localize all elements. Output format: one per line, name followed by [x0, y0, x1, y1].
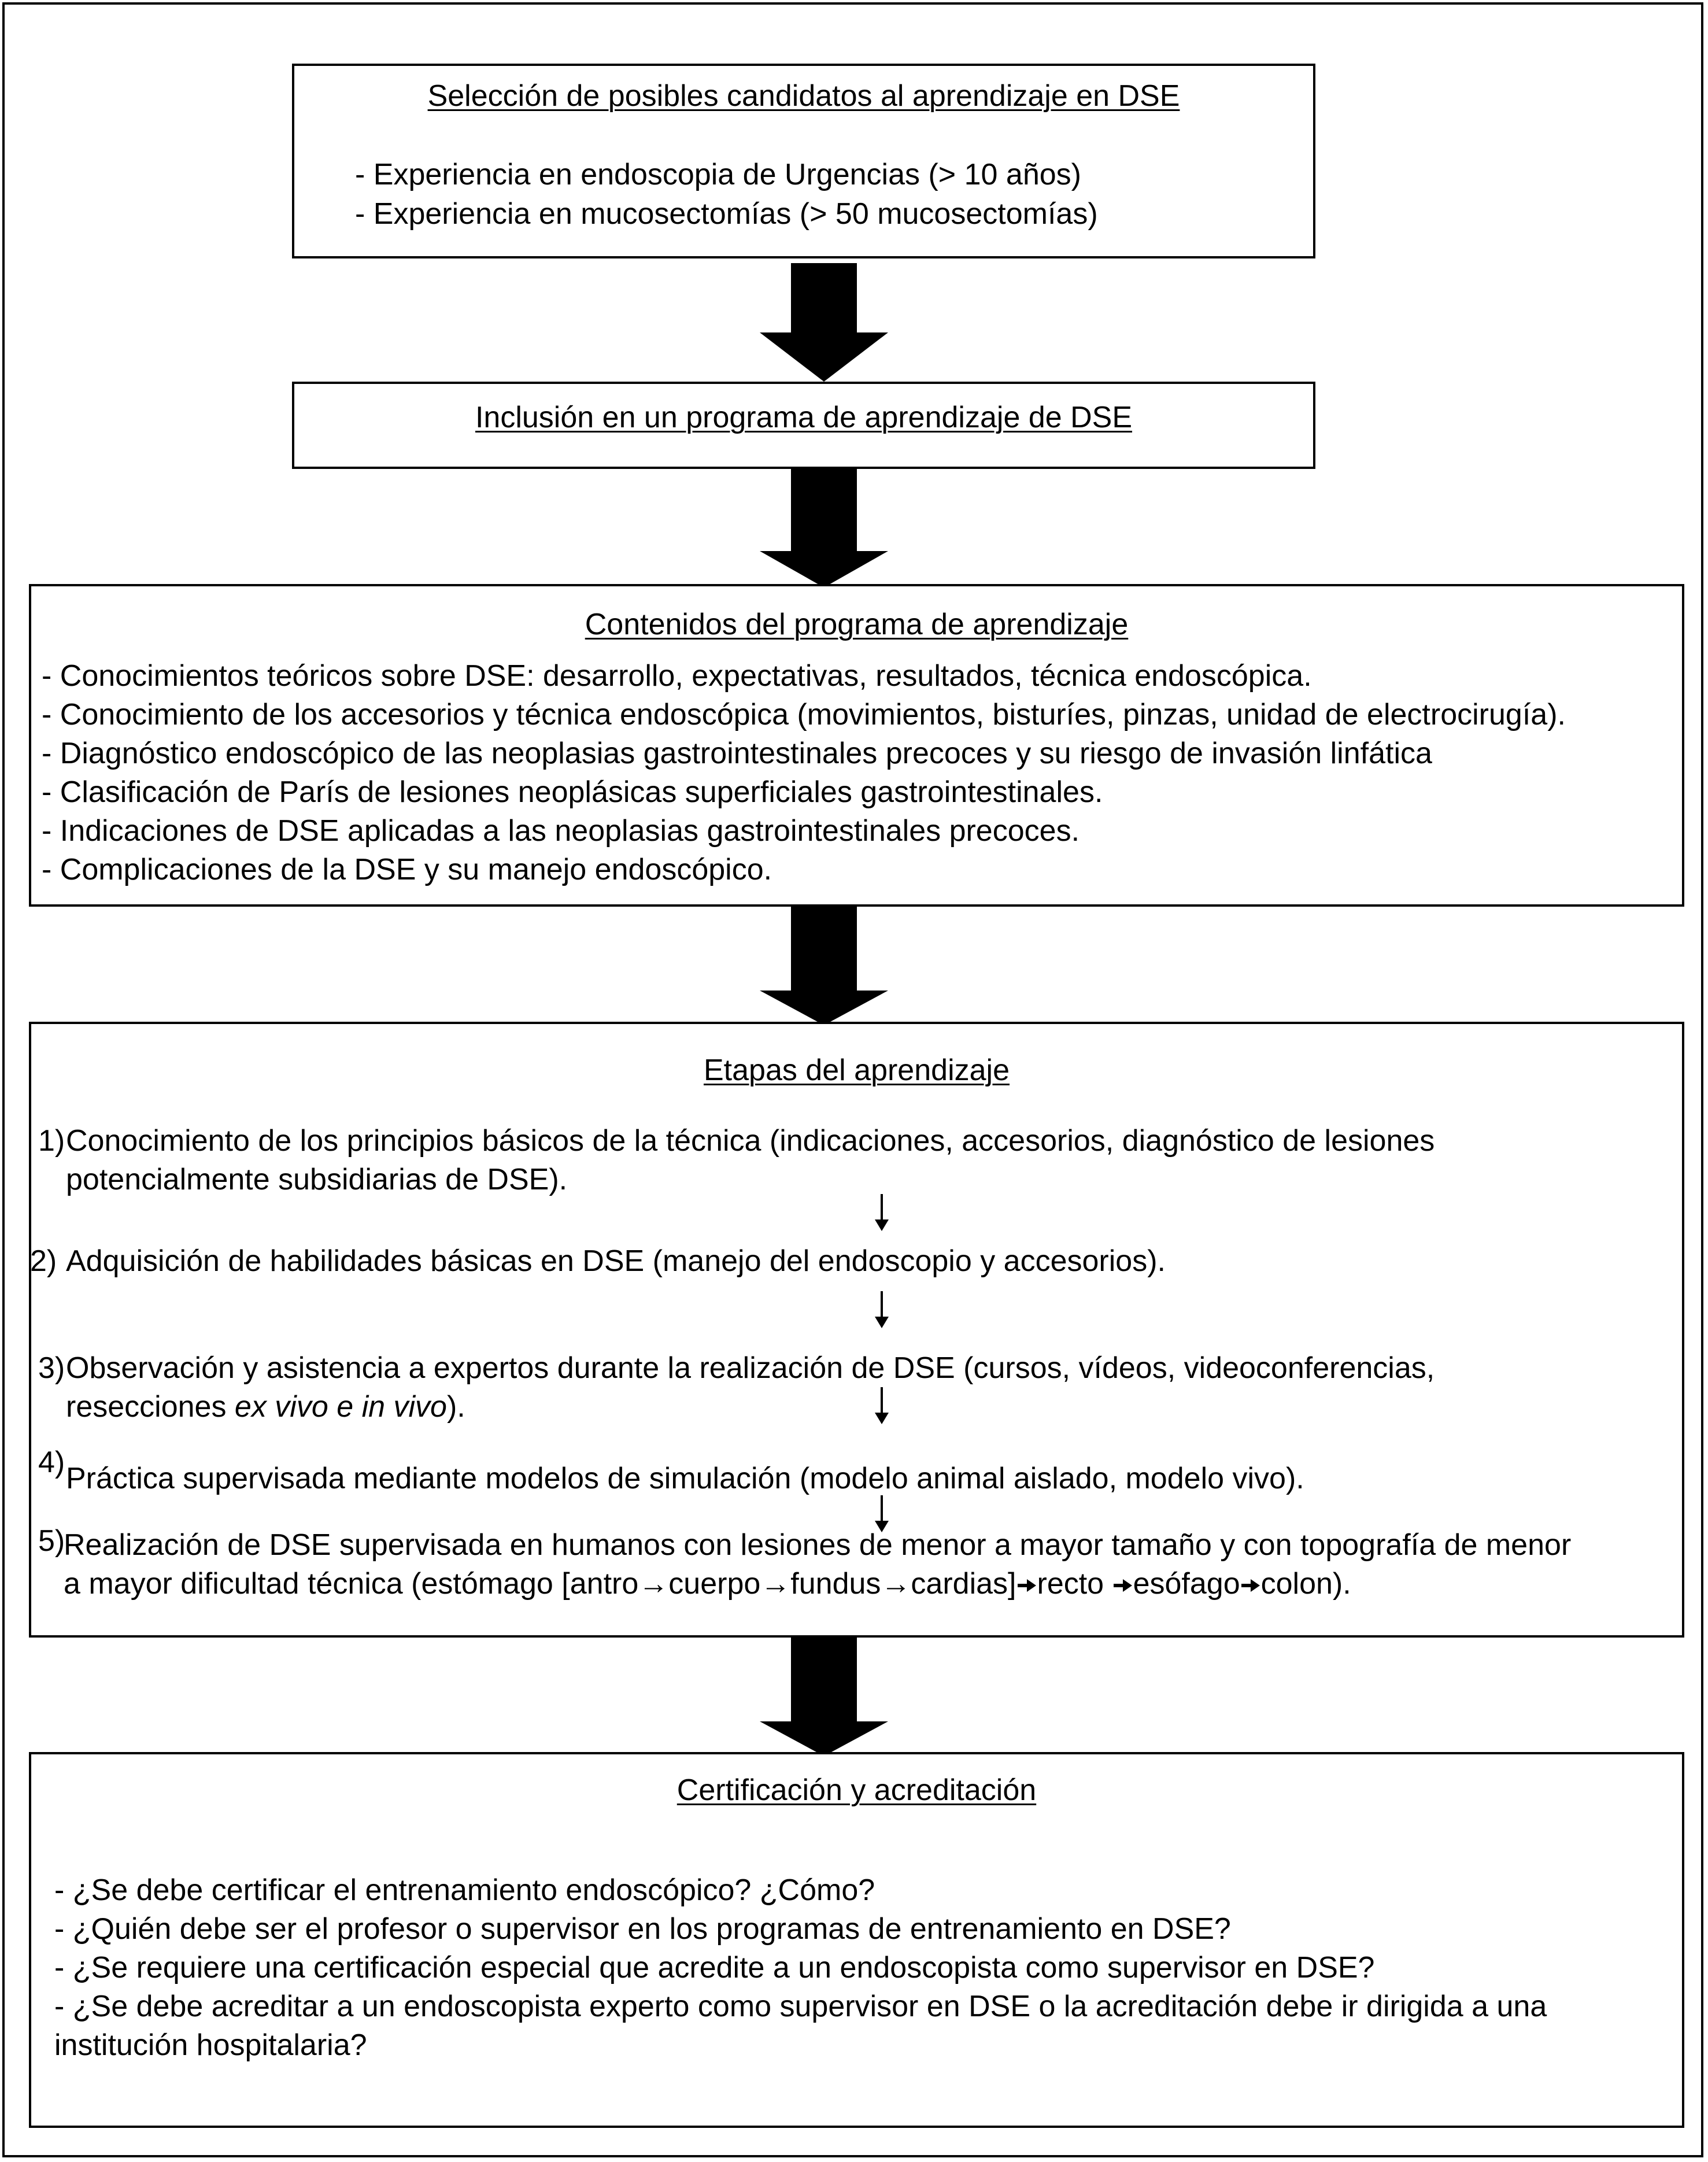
seleccion-item-1: - Experiencia en endoscopia de Urgencias… [355, 158, 1081, 191]
step-5-part-d: cardias] [911, 1567, 1016, 1601]
step-5-number: 5) [38, 1524, 65, 1558]
step-3-line-2-italic: ex vivo e in vivo [234, 1390, 447, 1424]
bold-arrow-right-icon [1017, 1579, 1036, 1592]
step-arrow-3 [875, 1387, 889, 1424]
step-3-line-2-suffix: ). [446, 1390, 465, 1424]
step-4-line-1: Práctica supervisada mediante modelos de… [66, 1462, 1304, 1495]
box-contenidos-title: Contenidos del programa de aprendizaje [585, 608, 1129, 641]
contenidos-item-2: - Conocimiento de los accesorios y técni… [42, 698, 1566, 731]
contenidos-item-6: - Complicaciones de la DSE y su manejo e… [42, 853, 772, 886]
step-3-line-1: Observación y asistencia a expertos dura… [66, 1351, 1435, 1385]
arrow-right-icon: → [760, 1567, 791, 1601]
flow-arrow-3 [760, 907, 888, 1025]
step-5-part-a: a mayor dificultad técnica (estómago [an… [64, 1567, 639, 1601]
step-arrow-4 [875, 1495, 889, 1532]
contenidos-item-3: - Diagnóstico endoscópico de las neoplas… [42, 737, 1432, 770]
box-inclusion-title: Inclusión en un programa de aprendizaje … [475, 401, 1133, 434]
step-5-part-b: cuerpo [668, 1567, 761, 1601]
step-4-number: 4) [38, 1446, 65, 1479]
step-arrow-1 [875, 1194, 889, 1231]
certificacion-item-4: - ¿Se debe acreditar a un endoscopista e… [54, 1990, 1547, 2023]
box-contenidos: Contenidos del programa de aprendizaje -… [29, 584, 1684, 907]
step-5-part-g: colon). [1260, 1567, 1351, 1601]
flow-arrow-2 [760, 469, 888, 587]
certificacion-item-1: - ¿Se debe certificar el entrenamiento e… [54, 1873, 875, 1907]
step-3-line-2-prefix: resecciones [66, 1390, 235, 1424]
step-3-line-2: resecciones ex vivo e in vivo). [66, 1389, 465, 1424]
flow-arrow-4 [760, 1638, 888, 1756]
step-5-line-2: a mayor dificultad técnica (estómago [an… [64, 1566, 1351, 1601]
bold-arrow-right-icon [1241, 1579, 1260, 1592]
certificacion-item-3: - ¿Se requiere una certificación especia… [54, 1951, 1375, 1984]
box-etapas: Etapas del aprendizaje 1) Conocimiento d… [29, 1022, 1684, 1638]
step-1-line-2: potencialmente subsidiarias de DSE). [66, 1163, 568, 1196]
step-1-line-1: Conocimiento de los principios básicos d… [66, 1124, 1435, 1158]
box-inclusion: Inclusión en un programa de aprendizaje … [292, 382, 1315, 469]
certificacion-item-4-cont: institución hospitalaria? [54, 2028, 367, 2062]
step-2-number: 2) [30, 1244, 57, 1278]
box-certificacion-title: Certificación y acreditación [676, 1773, 1037, 1807]
step-arrow-2 [875, 1291, 889, 1328]
seleccion-item-2: - Experiencia en mucosectomías (> 50 muc… [355, 197, 1098, 231]
box-certificacion: Certificación y acreditación - ¿Se debe … [29, 1752, 1684, 2128]
box-etapas-title: Etapas del aprendizaje [703, 1054, 1010, 1087]
step-5-part-f: esófago [1133, 1567, 1240, 1601]
contenidos-item-1: - Conocimientos teóricos sobre DSE: desa… [42, 659, 1312, 693]
step-2-line-1: Adquisición de habilidades básicas en DS… [66, 1244, 1166, 1278]
step-1-number: 1) [38, 1124, 65, 1158]
step-5-line-1: Realización de DSE supervisada en humano… [64, 1528, 1572, 1562]
flow-arrow-1 [760, 263, 888, 382]
contenidos-item-4: - Clasificación de París de lesiones neo… [42, 775, 1103, 809]
box-seleccion: Selección de posibles candidatos al apre… [292, 64, 1315, 258]
bold-arrow-right-icon [1113, 1579, 1132, 1592]
step-5-part-c: fundus [790, 1567, 881, 1601]
arrow-right-icon: → [638, 1567, 669, 1601]
box-seleccion-title: Selección de posibles candidatos al apre… [427, 79, 1180, 113]
contenidos-item-5: - Indicaciones de DSE aplicadas a las ne… [42, 814, 1080, 848]
step-3-number: 3) [38, 1351, 65, 1385]
arrow-right-icon: → [881, 1567, 911, 1601]
step-5-part-e: recto [1037, 1567, 1112, 1601]
certificacion-item-2: - ¿Quién debe ser el profesor o supervis… [54, 1912, 1231, 1946]
